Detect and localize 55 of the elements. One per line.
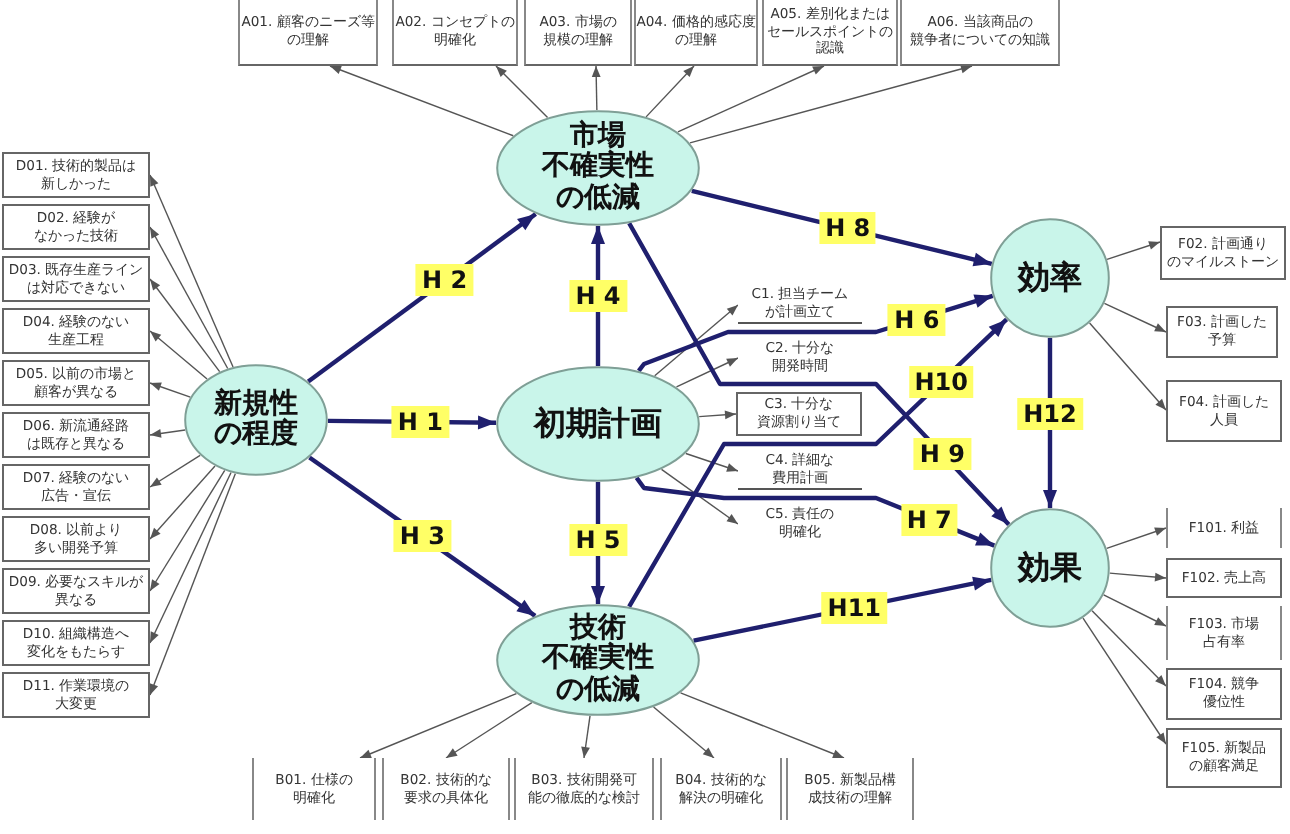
arrow	[675, 357, 739, 388]
edge-label: H11	[821, 591, 888, 624]
arrow	[1102, 594, 1167, 627]
arrow	[698, 410, 737, 420]
arrow	[149, 472, 236, 696]
arrow	[329, 65, 514, 137]
edge-label: H 5	[569, 524, 627, 557]
construct-circle: 効率	[990, 218, 1110, 338]
arrow	[591, 65, 601, 111]
arrow	[1082, 617, 1167, 745]
arrow	[689, 64, 973, 144]
arrow	[149, 471, 232, 644]
arrow	[1103, 302, 1167, 333]
arrow	[445, 701, 533, 759]
construct-ellipse: 技術不確実性の低減	[496, 604, 700, 716]
edge-label: H 1	[391, 405, 449, 438]
edge-label: H 8	[819, 212, 877, 245]
arrow	[660, 468, 739, 525]
arrow	[1109, 572, 1167, 582]
arrow	[149, 469, 226, 592]
construct-circle: 効果	[990, 508, 1110, 628]
edge-label: H 6	[888, 303, 946, 336]
arrow	[149, 226, 229, 370]
arrow	[359, 692, 518, 759]
arrow	[495, 65, 549, 119]
arrow	[677, 65, 825, 133]
arrow	[149, 382, 191, 398]
edge-label: H 7	[900, 503, 958, 536]
arrow	[1106, 527, 1167, 550]
arrow	[149, 429, 186, 438]
arrow	[1088, 322, 1167, 411]
arrow	[1106, 241, 1161, 261]
arrow	[652, 706, 715, 759]
edge-label: H 2	[416, 264, 474, 297]
arrow	[627, 222, 1011, 526]
construct-ellipse: 新規性の程度	[184, 364, 328, 476]
arrow	[581, 715, 591, 759]
construct-ellipse: 市場不確実性の低減	[496, 110, 700, 226]
arrow	[149, 278, 221, 373]
arrow	[645, 65, 695, 118]
arrow	[685, 452, 739, 472]
arrow	[1091, 610, 1167, 687]
arrow	[679, 692, 845, 759]
construct-ellipse: 初期計画	[496, 366, 700, 482]
arrow	[149, 454, 201, 488]
arrow	[627, 317, 1009, 608]
arrow	[149, 174, 234, 368]
arrow	[654, 304, 739, 377]
arrow	[149, 465, 216, 540]
arrow	[149, 330, 208, 380]
edge-label: H 3	[393, 520, 451, 553]
edge-label: H10	[908, 365, 975, 398]
edge-label: H 4	[569, 280, 627, 312]
edge-label: H12	[1017, 398, 1083, 431]
edge-label: H 9	[913, 438, 971, 471]
